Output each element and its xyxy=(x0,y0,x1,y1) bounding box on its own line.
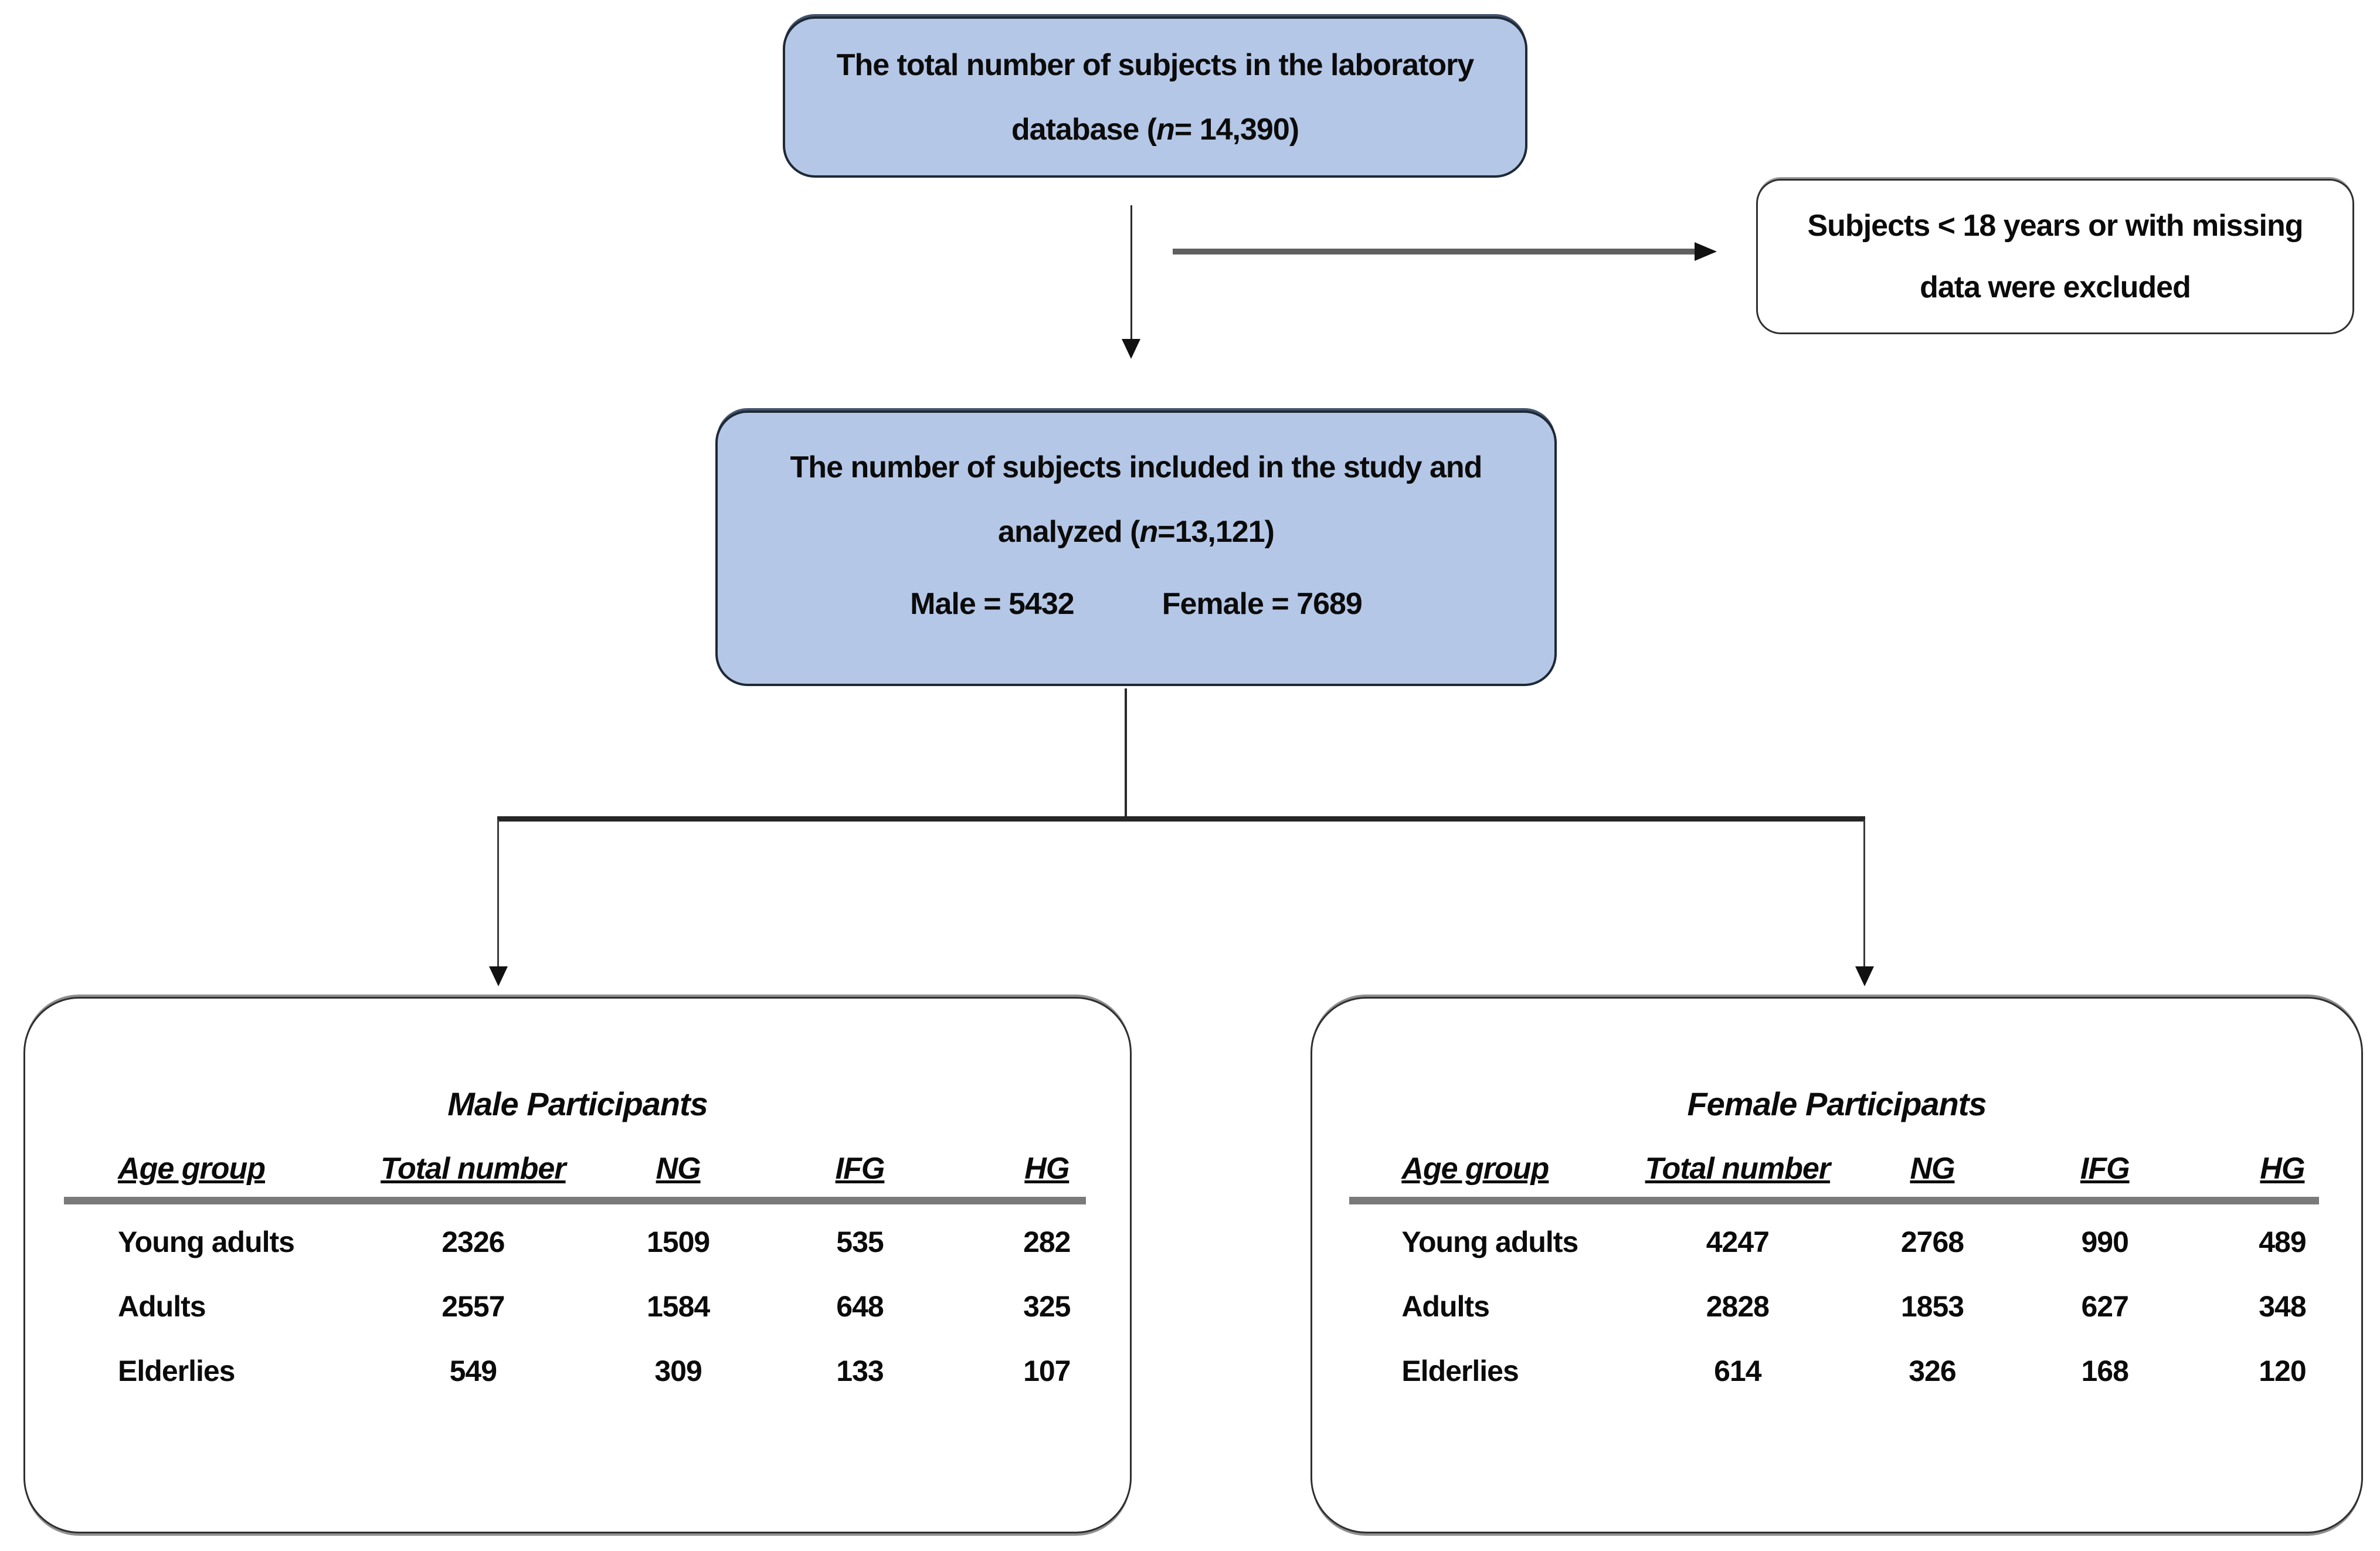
arrowhead-down-icon xyxy=(1855,966,1874,986)
arrowhead-right-icon xyxy=(1695,242,1717,261)
column-header: IFG xyxy=(835,1152,885,1186)
column-header: NG xyxy=(1910,1152,1955,1186)
table-row: Adults 2557 1584 648 325 xyxy=(91,1277,1130,1336)
cell-value: 535 xyxy=(836,1226,884,1258)
included-subjects-box: The number of subjects included in the s… xyxy=(715,410,1557,686)
table-row: Young adults 2326 1509 535 282 xyxy=(91,1213,1130,1271)
row-label: Adults xyxy=(1401,1290,1490,1323)
male-count: Male = 5432 xyxy=(910,587,1075,621)
n-symbol: n xyxy=(1139,515,1158,549)
total-text-prefix: The total number of subjects in the labo… xyxy=(836,47,1475,147)
excluded-subjects-box: Subjects < 18 years or with missing data… xyxy=(1756,179,2354,334)
table-row: Young adults 4247 2768 990 489 xyxy=(1375,1213,2361,1271)
column-header: Age group xyxy=(1401,1152,1549,1186)
included-text-prefix: The number of subjects included in the s… xyxy=(790,450,1483,549)
total-text-suffix: = 14,390) xyxy=(1174,112,1299,147)
cell-value: 4247 xyxy=(1706,1226,1770,1258)
cell-value: 107 xyxy=(1023,1355,1071,1387)
row-label: Young adults xyxy=(118,1226,295,1258)
total-subjects-box: The total number of subjects in the labo… xyxy=(783,16,1527,178)
cell-value: 325 xyxy=(1023,1290,1071,1323)
cell-value: 326 xyxy=(1909,1355,1956,1387)
branch-left-line xyxy=(497,820,499,968)
male-participants-box: Male Participants Age group Total number N… xyxy=(23,997,1132,1533)
table-row: Adults 2828 1853 627 348 xyxy=(1375,1277,2361,1336)
table-row: Elderlies 549 309 133 107 xyxy=(91,1342,1130,1400)
column-header: NG xyxy=(656,1152,701,1186)
column-header: Total number xyxy=(381,1152,566,1186)
female-participants-box: Female Participants Age group Total numbe… xyxy=(1310,997,2363,1533)
cell-value: 489 xyxy=(2259,1226,2306,1258)
cell-value: 120 xyxy=(2259,1355,2306,1387)
male-table-title: Male Participants xyxy=(447,1085,708,1122)
cell-value: 2828 xyxy=(1706,1290,1770,1323)
arrowhead-down-icon xyxy=(489,966,508,986)
branch-right-line xyxy=(1863,820,1865,968)
cell-value: 1509 xyxy=(646,1226,710,1258)
female-table-header-row: Age group Total number NG IFG HG xyxy=(1375,1142,2361,1195)
cell-value: 648 xyxy=(836,1290,884,1323)
branch-stub-line xyxy=(1125,688,1127,819)
sex-counts-line: Male = 5432 Female = 7689 xyxy=(910,571,1363,637)
exclusion-arrow-line xyxy=(1173,249,1696,254)
female-table-title: Female Participants xyxy=(1687,1085,1987,1122)
row-label: Elderlies xyxy=(118,1355,235,1387)
excluded-subjects-text: Subjects < 18 years or with missing data… xyxy=(1807,208,2303,304)
cell-value: 309 xyxy=(654,1355,702,1387)
included-text-suffix: =13,121) xyxy=(1157,515,1275,549)
total-subjects-text: The total number of subjects in the labo… xyxy=(785,33,1525,162)
male-table-header-row: Age group Total number NG IFG HG xyxy=(91,1142,1130,1195)
cell-value: 348 xyxy=(2259,1290,2306,1323)
n-symbol: n xyxy=(1156,112,1175,147)
cell-value: 133 xyxy=(836,1355,884,1387)
column-header: HG xyxy=(1024,1152,1070,1186)
cell-value: 549 xyxy=(449,1355,497,1387)
row-label: Adults xyxy=(118,1290,206,1323)
column-header: IFG xyxy=(2080,1152,2130,1186)
cell-value: 2557 xyxy=(442,1290,505,1323)
column-header: Age group xyxy=(118,1152,266,1186)
header-divider-rule xyxy=(1349,1197,2320,1204)
cell-value: 990 xyxy=(2081,1226,2129,1258)
arrowhead-down-icon xyxy=(1122,339,1140,359)
included-subjects-text: The number of subjects included in the s… xyxy=(718,435,1554,564)
branch-horizontal-line xyxy=(497,816,1865,822)
cell-value: 1853 xyxy=(1900,1290,1964,1323)
cell-value: 168 xyxy=(2081,1355,2129,1387)
column-header: HG xyxy=(2260,1152,2305,1186)
table-row: Elderlies 614 326 168 120 xyxy=(1375,1342,2361,1400)
cell-value: 2326 xyxy=(442,1226,505,1258)
row-label: Young adults xyxy=(1401,1226,1578,1258)
connector-vertical-line xyxy=(1130,205,1132,340)
cell-value: 614 xyxy=(1714,1355,1761,1387)
cell-value: 282 xyxy=(1023,1226,1071,1258)
header-divider-rule xyxy=(63,1197,1086,1204)
female-count: Female = 7689 xyxy=(1162,587,1363,621)
cell-value: 627 xyxy=(2081,1290,2129,1323)
row-label: Elderlies xyxy=(1401,1355,1519,1387)
column-header: Total number xyxy=(1645,1152,1831,1186)
cell-value: 1584 xyxy=(646,1290,710,1323)
cell-value: 2768 xyxy=(1900,1226,1964,1258)
